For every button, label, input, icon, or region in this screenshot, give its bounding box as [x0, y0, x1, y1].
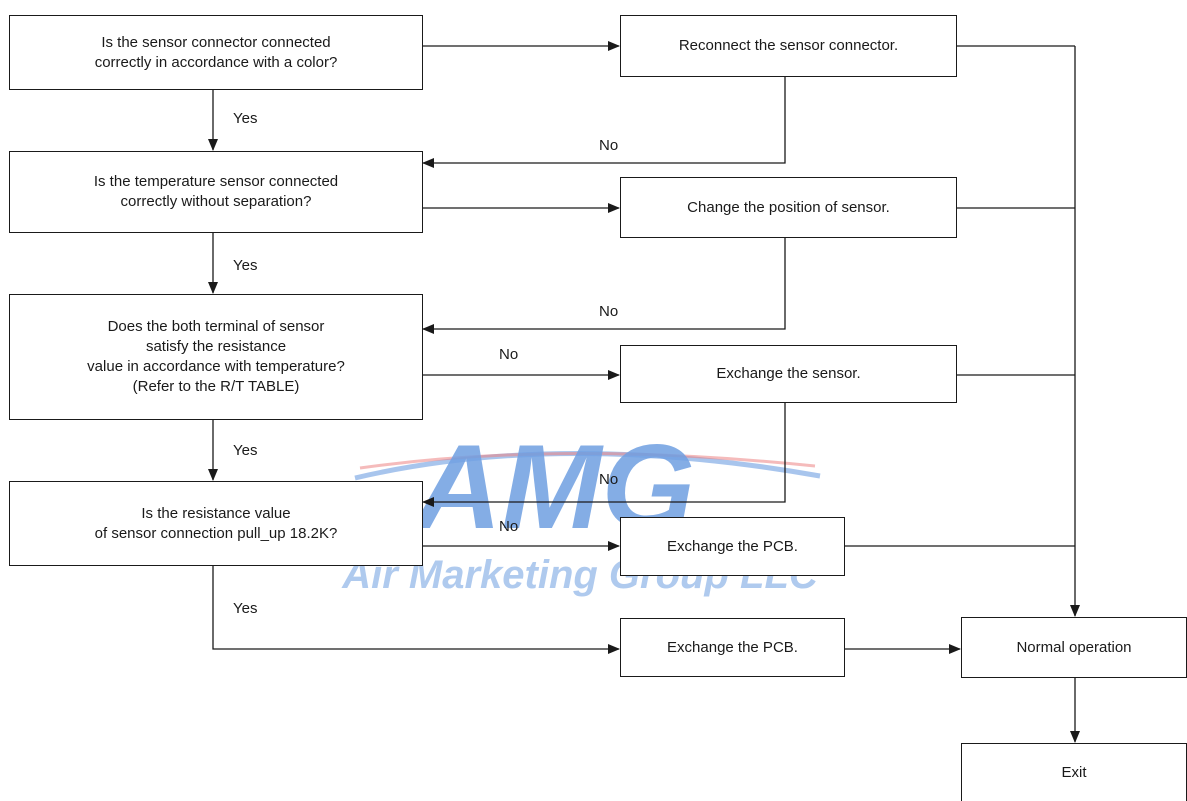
arrow-reconnect-back-to-q2	[422, 77, 786, 168]
label-yes-4: Yes	[233, 600, 258, 617]
label-no-2: No	[599, 303, 619, 320]
label-no-3: No	[499, 346, 519, 363]
question-pullup-resistance: Is the resistance value of sensor connec…	[9, 481, 423, 566]
label-no-4: No	[599, 471, 619, 488]
arrow-change-position-back-to-q3	[422, 238, 786, 334]
question-terminal-resistance: Does the both terminal of sensor satisfy…	[9, 294, 423, 420]
arrow-exchange-sensor-back-to-q4	[422, 403, 786, 507]
action-exchange-pcb: Exchange the PCB.	[620, 517, 845, 576]
action-reconnect-connector: Reconnect the sensor connector.	[620, 15, 957, 77]
label-yes-3: Yes	[233, 442, 258, 459]
normal-operation-box: Normal operation	[961, 617, 1187, 678]
action-exchange-pcb-final: Exchange the PCB.	[620, 618, 845, 677]
label-yes-1: Yes	[233, 110, 258, 127]
action-exchange-sensor: Exchange the sensor.	[620, 345, 957, 403]
exit-box: Exit	[961, 743, 1187, 801]
action-change-sensor-position: Change the position of sensor.	[620, 177, 957, 238]
label-no-5: No	[499, 518, 519, 535]
arrow-q4-to-pcb-bottom	[212, 566, 620, 654]
label-yes-2: Yes	[233, 257, 258, 274]
question-sensor-connector: Is the sensor connector connected correc…	[9, 15, 423, 90]
question-temperature-sensor: Is the temperature sensor connected corr…	[9, 151, 423, 233]
label-no-1: No	[599, 137, 619, 154]
